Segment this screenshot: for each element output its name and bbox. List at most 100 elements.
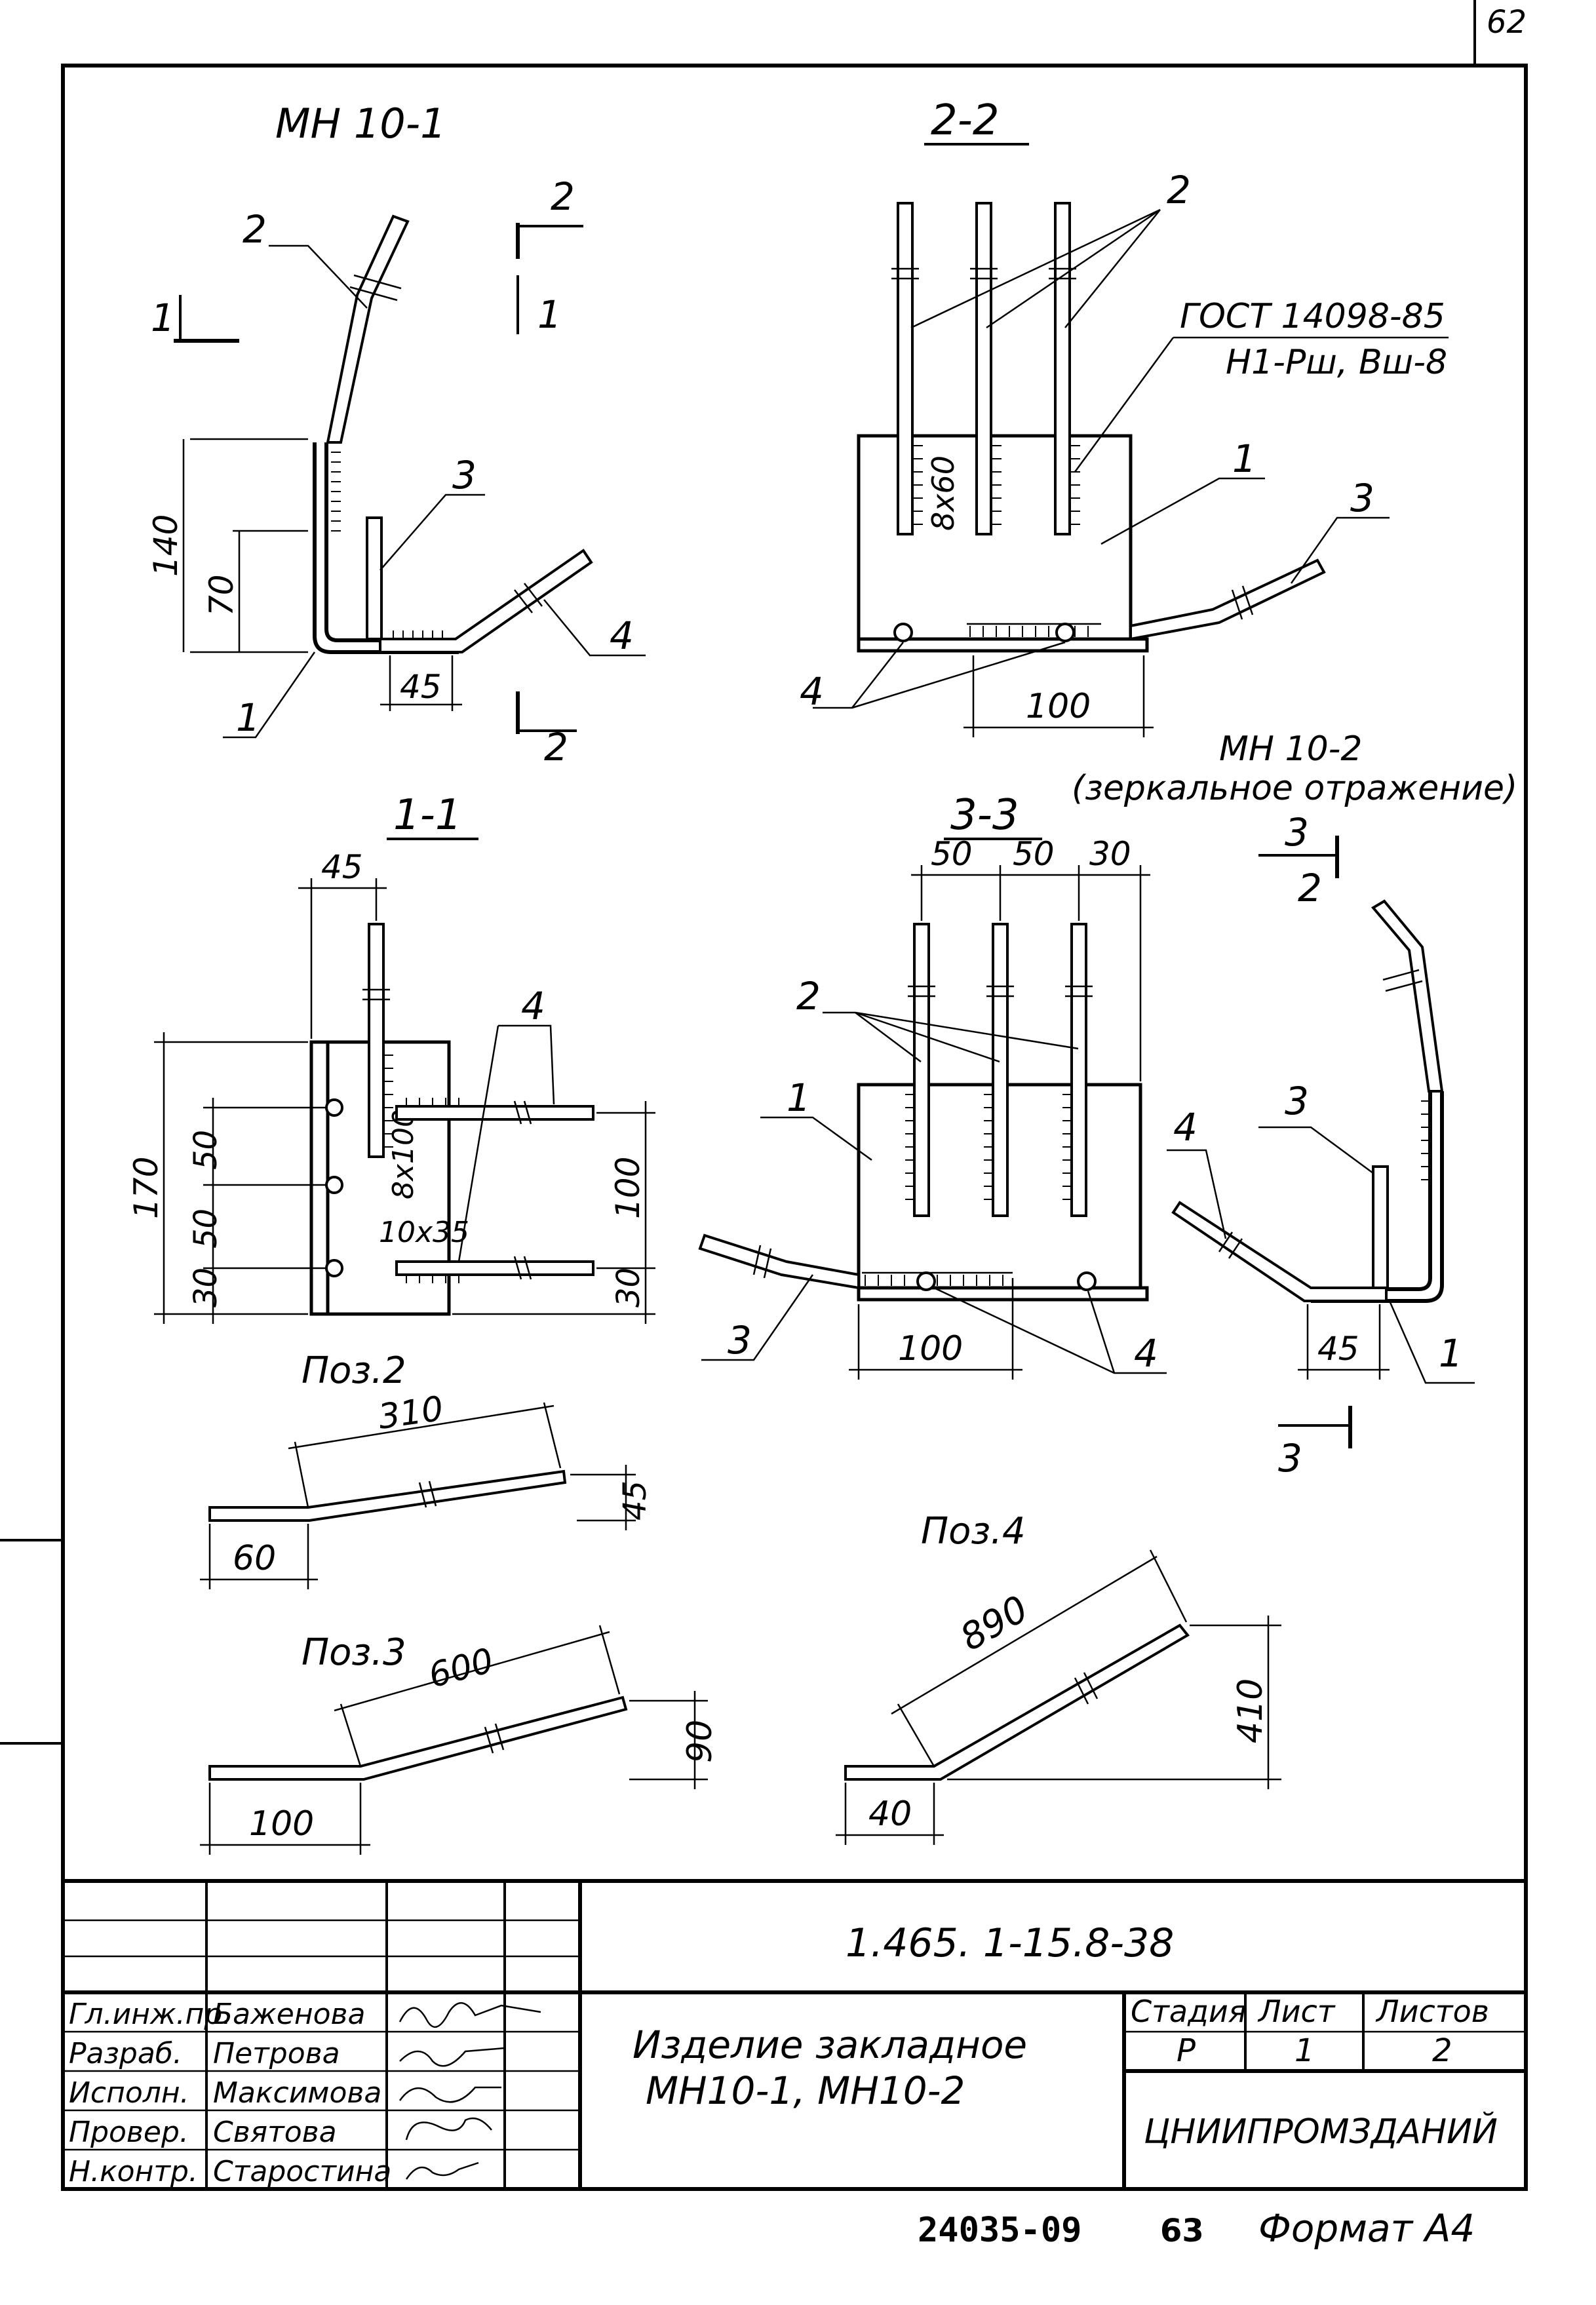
name-svyatova: Святова bbox=[213, 2116, 337, 2149]
stage-label: Стадия bbox=[1131, 1994, 1246, 2029]
cut-mark-3b: 3 bbox=[1278, 1436, 1302, 1481]
dim-410: 410 bbox=[1231, 1678, 1270, 1743]
callout-3-mn10-2: 3 bbox=[1285, 1079, 1309, 1123]
callout-2-sec-2-2: 2 bbox=[1167, 168, 1191, 212]
dim-50-lower: 50 bbox=[187, 1209, 224, 1249]
cut-mark-2b: 2 bbox=[544, 725, 568, 769]
cut-mark-3a: 3 bbox=[1285, 810, 1309, 855]
callout-1-mn10-2: 1 bbox=[1439, 1331, 1463, 1376]
dim-890: 890 bbox=[954, 1587, 1036, 1659]
dim-100-sec-2-2: 100 bbox=[1026, 687, 1091, 726]
name-starostina: Старостина bbox=[213, 2155, 391, 2188]
dim-90: 90 bbox=[680, 1720, 720, 1763]
dim-50-a: 50 bbox=[931, 835, 973, 873]
dim-30-top: 30 bbox=[1089, 835, 1131, 873]
role-executor: Исполн. bbox=[69, 2076, 189, 2110]
callout-1-mn10-1: 1 bbox=[236, 695, 260, 740]
weld-note-10x35: 10х35 bbox=[379, 1216, 469, 1249]
signature-4 bbox=[405, 2117, 492, 2140]
format-label: Формат А4 bbox=[1258, 2206, 1475, 2251]
dim-45-mn10-1: 45 bbox=[400, 668, 442, 706]
cut-mark-1b: 1 bbox=[537, 292, 562, 337]
callout-4-mn10-1: 4 bbox=[610, 613, 634, 658]
role-developer: Разраб. bbox=[69, 2037, 182, 2070]
dim-70: 70 bbox=[203, 574, 241, 616]
weld-note-8x60: 8х60 bbox=[925, 455, 961, 531]
dim-50-upper: 50 bbox=[187, 1130, 224, 1170]
view-subtitle-mn10-2: (зеркальное отражение) bbox=[1072, 769, 1517, 808]
inventory-number: 24035-09 bbox=[918, 2211, 1081, 2250]
product-title-line2: МН10-1, МН10-2 bbox=[646, 2068, 965, 2113]
position-3-detail: Поз.3 600 90 100 bbox=[200, 1625, 720, 1855]
page-number: 63 bbox=[1160, 2213, 1204, 2249]
signature-5 bbox=[405, 2161, 479, 2180]
view-title-1-1: 1-1 bbox=[393, 791, 462, 840]
doc-code: 1.465. 1-15.8-38 bbox=[846, 1920, 1174, 1966]
view-title-mn10-2: МН 10-2 bbox=[1219, 729, 1363, 769]
role-checker: Провер. bbox=[69, 2116, 189, 2149]
position-4-label: Поз.4 bbox=[921, 1510, 1026, 1553]
signatures bbox=[399, 2002, 541, 2180]
signature-3 bbox=[399, 2086, 501, 2103]
dim-600: 600 bbox=[425, 1641, 497, 1696]
callout-2-sec-3-3: 2 bbox=[796, 974, 821, 1018]
view-title-2-2: 2-2 bbox=[931, 96, 1000, 145]
section-1-1: 1-1 8х100 10х35 4 45 bbox=[127, 791, 655, 1324]
weld-type-note: Н1-Рш, Вш-8 bbox=[1226, 343, 1447, 382]
callout-3-sec-3-3: 3 bbox=[728, 1318, 752, 1363]
sheet-number: 62 bbox=[1487, 4, 1527, 41]
dim-45-poz2: 45 bbox=[617, 1481, 653, 1521]
view-mn10-2: 3 2 3 4 1 45 3 bbox=[1167, 810, 1475, 1481]
callout-4-sec-3-3: 4 bbox=[1134, 1331, 1158, 1376]
sheet-value: 1 bbox=[1294, 2032, 1315, 2069]
role-chief-engineer: Гл.инж.пр. bbox=[69, 1998, 231, 2031]
callout-3-mn10-1: 3 bbox=[452, 453, 477, 497]
callout-2-mn10-1: 2 bbox=[243, 207, 267, 252]
product-title-line1: Изделие закладное bbox=[633, 2023, 1027, 2067]
dim-60: 60 bbox=[233, 1539, 276, 1578]
dim-30-left: 30 bbox=[187, 1268, 224, 1307]
callout-4-mn10-2: 4 bbox=[1173, 1105, 1197, 1150]
callout-4-sec-1-1: 4 bbox=[521, 984, 545, 1028]
signature-2 bbox=[399, 2047, 505, 2067]
dim-100-sec-3-3: 100 bbox=[898, 1329, 963, 1368]
organization: ЦНИИПРОМЗДАНИЙ bbox=[1144, 2112, 1498, 2152]
weld-note-8x100: 8х100 bbox=[387, 1109, 420, 1199]
dim-100-sec-1-1: 100 bbox=[609, 1157, 647, 1219]
role-norm-control: Н.контр. bbox=[69, 2155, 198, 2188]
position-2-detail: Поз.2 310 45 60 bbox=[200, 1349, 653, 1589]
signature-1 bbox=[399, 2002, 541, 2028]
name-maksimova: Максимова bbox=[213, 2076, 381, 2110]
dim-45-mn10-2: 45 bbox=[1317, 1330, 1359, 1368]
dim-140: 140 bbox=[147, 514, 185, 577]
callout-4-sec-2-2: 4 bbox=[800, 669, 824, 714]
sheets-label: Листов bbox=[1375, 1994, 1489, 2029]
view-mn10-1: МН 10-1 2 3 4 1 bbox=[147, 100, 646, 769]
sheets-value: 2 bbox=[1432, 2032, 1452, 2069]
cut-mark-2c: 2 bbox=[1298, 866, 1322, 910]
section-3-3: 3-3 2 1 3 4 bbox=[698, 791, 1167, 1380]
position-4-detail: Поз.4 890 410 40 bbox=[836, 1510, 1281, 1845]
dim-170: 170 bbox=[127, 1157, 165, 1219]
sheet-label: Лист bbox=[1257, 1994, 1336, 2029]
name-petrova: Петрова bbox=[213, 2037, 340, 2070]
dim-45-sec-1-1: 45 bbox=[321, 848, 363, 886]
dim-100-poz3: 100 bbox=[249, 1804, 314, 1844]
view-title-3-3: 3-3 bbox=[950, 791, 1019, 840]
dim-30-right: 30 bbox=[610, 1268, 647, 1307]
cut-mark-2a: 2 bbox=[551, 174, 575, 219]
callout-3-sec-2-2: 3 bbox=[1350, 476, 1374, 520]
stage-value: Р bbox=[1177, 2032, 1196, 2069]
position-2-label: Поз.2 bbox=[302, 1349, 406, 1392]
position-3-label: Поз.3 bbox=[302, 1631, 406, 1674]
title-block bbox=[63, 1879, 1526, 2189]
cut-mark-1a: 1 bbox=[151, 296, 175, 340]
gost-note: ГОСТ 14098-85 bbox=[1180, 297, 1445, 336]
dim-40: 40 bbox=[868, 1794, 912, 1834]
name-bazhanova: Баженова bbox=[213, 1998, 365, 2031]
section-2-2: 2-2 8х60 2 ГОСТ 14098-85 bbox=[800, 96, 1449, 737]
dim-50-b: 50 bbox=[1013, 835, 1055, 873]
view-title-mn10-1: МН 10-1 bbox=[275, 100, 446, 147]
sheet-frame bbox=[0, 0, 1528, 2191]
